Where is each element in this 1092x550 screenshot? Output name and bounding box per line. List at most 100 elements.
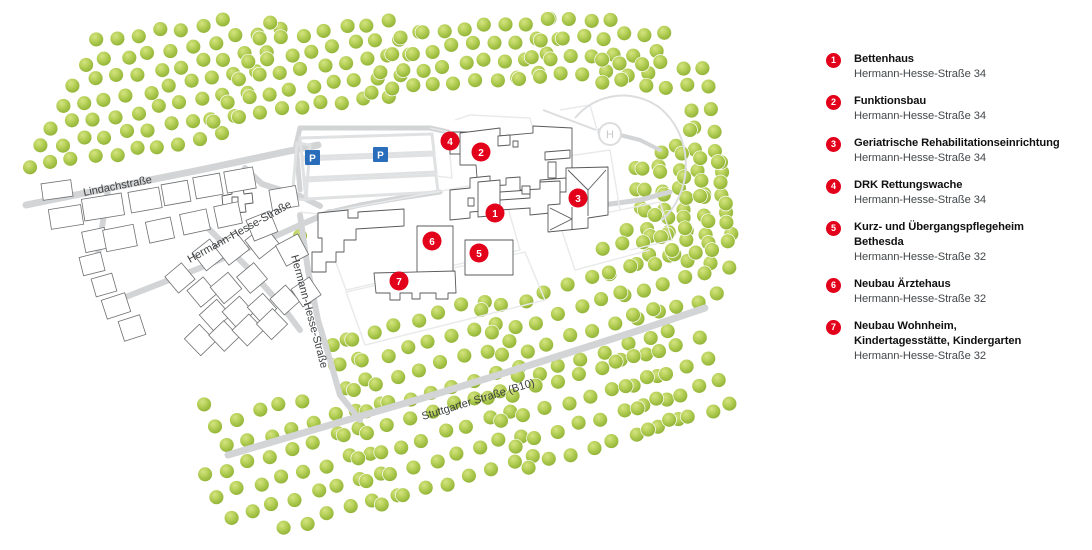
tree-icon: [208, 35, 225, 52]
tree-icon: [88, 31, 104, 48]
residential-building: [209, 271, 243, 305]
legend-item-5[interactable]: 5 Kurz- und Übergangspflegeheim Bethesda…: [826, 220, 1076, 265]
tree-icon: [647, 207, 663, 223]
map-marker-7[interactable]: 7: [389, 271, 409, 291]
legend-item-4[interactable]: 4 DRK Rettungswache Hermann-Hesse-Straße…: [826, 178, 1076, 208]
tree-icon: [694, 60, 711, 76]
tree-icon: [691, 378, 707, 394]
tree-icon: [173, 60, 189, 76]
tree-icon: [244, 503, 261, 520]
tree-icon: [382, 466, 398, 482]
tree-icon: [456, 21, 473, 38]
legend-title-2: Funktionsbau: [854, 95, 927, 107]
tree-icon: [484, 324, 500, 341]
tree-icon: [109, 147, 126, 163]
parking-icons[interactable]: P P: [305, 147, 388, 165]
tree-icon: [625, 307, 641, 323]
map-marker-4[interactable]: 4: [440, 131, 460, 151]
tree-icon: [306, 79, 322, 95]
tree-icon: [594, 241, 611, 257]
tree-icon: [311, 482, 327, 499]
tree-icon: [562, 48, 579, 64]
tree-icon: [526, 430, 542, 446]
map-canvas[interactable]: Lindachstraße Hermann-Hesse-Straße Herma…: [0, 0, 800, 550]
map-markers[interactable]: 1 2 3 4 5: [389, 131, 588, 291]
tree-icon: [679, 408, 696, 425]
legend-item-7[interactable]: 7 Neubau Wohnheim, Kindertagesstätte, Ki…: [826, 319, 1076, 364]
tree-icon: [162, 43, 179, 59]
tree-icon: [195, 52, 212, 68]
map-marker-5[interactable]: 5: [469, 243, 489, 263]
tree-icon: [417, 479, 434, 496]
tree-icon: [96, 130, 112, 146]
legend-item-6[interactable]: 6 Neubau Ärztehaus Hermann-Hesse-Straße …: [826, 277, 1076, 307]
tree-icon: [574, 66, 590, 83]
tree-icon: [497, 16, 514, 33]
tree-icon: [493, 413, 509, 429]
legend-title-4: DRK Rettungswache: [854, 179, 963, 191]
map-marker-3[interactable]: 3: [568, 188, 588, 208]
tree-icon: [561, 395, 578, 412]
tree-icon: [594, 360, 611, 376]
tree-icon: [338, 55, 354, 71]
tree-icon: [453, 296, 469, 313]
tree-icon: [710, 372, 727, 388]
map-marker-2[interactable]: 2: [471, 142, 491, 162]
tree-icon: [196, 396, 212, 413]
tree-icon: [227, 27, 244, 43]
map-marker-6[interactable]: 6: [422, 231, 442, 251]
tree-icon: [414, 24, 431, 41]
tree-icon: [475, 51, 492, 68]
tree-icon: [523, 49, 540, 65]
residential-building: [192, 172, 224, 200]
tree-icon: [55, 98, 72, 114]
tree-icon: [261, 86, 278, 103]
legend-address-4: Hermann-Hesse-Straße 34: [854, 194, 986, 206]
tree-icon: [273, 468, 289, 485]
tree-icon: [501, 333, 518, 349]
legend-item-2[interactable]: 2 Funktionsbau Hermann-Hesse-Straße 34: [826, 94, 1076, 124]
map-marker-1[interactable]: 1: [485, 203, 505, 223]
helipad-label: H: [606, 129, 614, 141]
tree-icon: [668, 299, 684, 315]
tree-icon: [395, 62, 412, 78]
tree-icon: [490, 72, 506, 89]
tree-icon: [378, 417, 395, 433]
tree-icon: [675, 60, 692, 77]
legend-item-3[interactable]: 3 Geriatrische Rehabilitationseinrichtun…: [826, 136, 1076, 166]
tree-icon: [317, 57, 334, 74]
tree-icon: [231, 109, 247, 125]
tree-icon: [275, 519, 292, 536]
legend-address-5: Hermann-Hesse-Straße 32: [854, 251, 986, 263]
tree-icon: [656, 25, 672, 41]
tree-icon: [648, 390, 665, 407]
tree-icon: [461, 467, 477, 484]
tree-icon: [443, 37, 459, 53]
tree-icon: [570, 414, 587, 431]
tree-icon: [263, 496, 279, 512]
tree-icon: [284, 47, 301, 64]
tree-icon: [205, 113, 222, 130]
tree-icon: [472, 439, 488, 456]
parking-icon-2[interactable]: P: [373, 147, 388, 162]
tree-icon: [304, 434, 321, 451]
tree-icon: [173, 22, 189, 39]
tree-icon: [434, 59, 450, 75]
tree-icon: [185, 38, 202, 55]
legend-title-7-line2: Kindertagesstätte, Kindergarten: [854, 335, 1022, 347]
tree-icon: [143, 85, 160, 101]
tree-icon: [139, 45, 155, 61]
legend-item-1[interactable]: 1 Bettenhaus Hermann-Hesse-Straße 34: [826, 52, 1076, 82]
tree-icon: [593, 291, 609, 307]
parking-icon-1[interactable]: P: [305, 150, 320, 165]
tree-icon: [507, 34, 524, 51]
tree-icon: [204, 69, 220, 86]
tree-icon: [467, 72, 483, 88]
map-svg[interactable]: Lindachstraße Hermann-Hesse-Straße Herma…: [0, 0, 800, 550]
tree-icon: [359, 50, 376, 67]
tree-icon: [549, 424, 566, 440]
tree-icon: [683, 102, 700, 119]
tree-icon: [436, 23, 453, 40]
tree-icon: [700, 213, 717, 229]
